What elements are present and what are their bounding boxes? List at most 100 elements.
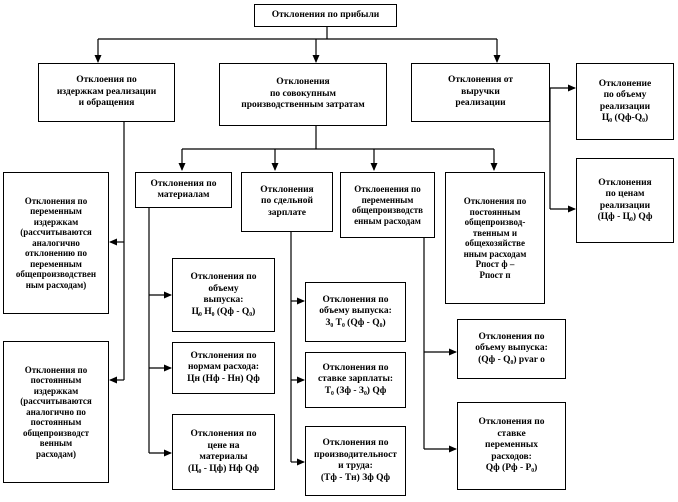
cost-variance-line-3: и обращения [78, 98, 135, 109]
variable-overhead-line-3: общепроизводств [352, 205, 423, 215]
price-line-3: реализации [599, 200, 651, 211]
variable-costs-line-3: издержкам [33, 216, 79, 227]
box-price-variance: Отклонения по ценам реализации (Цф - Ц₀)… [576, 158, 674, 243]
fixed-costs-line-4: (рассчитываются [20, 396, 92, 407]
wage-productivity-formula: (Тф - Тн) Зф Qф [320, 472, 391, 483]
variable-costs-line-6: отклонению по [25, 248, 87, 259]
price-formula: (Цф - Ц₀) Qф [597, 212, 653, 222]
box-wages-rate: Отклонения по ставке зарплаты: Т₀ (Зф - … [305, 352, 406, 408]
box-wages-volume: Отклонения по объему выпуска: З₀ Т₀ (Qф … [305, 282, 406, 342]
fixed-costs-line-3: издержкам [33, 385, 79, 396]
variable-costs-line-1: Отклонения по [24, 195, 88, 206]
box-materials-price: Отклонения по цене на материалы (Ц₀ - Цф… [172, 414, 275, 490]
overhead-volume-formula: (Qф - Q₀) pvar o [478, 354, 545, 365]
fixed-overhead-line-4: твенным и [472, 227, 518, 238]
wage-productivity-line-3: и труда: [338, 461, 373, 471]
mat-price-line-3: материалы [199, 452, 248, 462]
sales-volume-line-3: реализации [599, 101, 651, 112]
variable-costs-line-5: аналогично [32, 237, 80, 248]
mat-volume-formula: Ц₀ Н₀ (Qф - Q₀) [191, 306, 256, 317]
variable-costs-line-4: (рассчитываются [20, 227, 92, 238]
piece-wages-line-2: по сдельной [261, 196, 313, 207]
fixed-costs-line-1: Отклонения по [24, 364, 88, 375]
mat-volume-line-3: выпуска: [203, 295, 244, 305]
production-costs-line-3: производственным затратам [241, 100, 365, 111]
fixed-costs-line-7: общепроизводст [22, 427, 90, 438]
box-materials-norms: Отклонения по нормам расхода: Цн (Нф - Н… [172, 342, 275, 394]
fixed-overhead-line-7: Pпост ф – [475, 259, 515, 269]
box-variable-overhead: Отклоенения по переменным общепроизводст… [340, 172, 435, 238]
overhead-rate-line-3: переменных [485, 440, 538, 451]
wage-rate-line-2: ставке зарплаты: [317, 374, 394, 385]
fixed-costs-line-2: постоянным [30, 375, 82, 386]
fixed-costs-line-9: расходам) [36, 448, 76, 459]
wage-volume-line-2: объему выпуска: [319, 306, 392, 317]
price-line-2: по ценам [605, 189, 645, 199]
fixed-costs-line-8: венным [39, 438, 73, 449]
root-title: Отклонения по прибыли [271, 9, 380, 20]
wage-volume-formula: З₀ Т₀ (Qф - Q₀) [325, 317, 386, 328]
fixed-overhead-line-2: постоянным [469, 206, 521, 217]
mat-norms-line-1: Отклонения по [190, 350, 257, 361]
box-overhead-volume: Отклонения по объему выпуска: (Qф - Q₀) … [457, 319, 566, 379]
mat-volume-line-2: объему [208, 283, 239, 294]
box-fixed-overhead: Отклонения по постоянным общепроизвод- т… [445, 172, 545, 304]
box-cost-variance: Отклоения по издержкам реализации и обра… [38, 63, 175, 122]
variable-overhead-line-2: переменным [361, 194, 414, 205]
mat-volume-line-1: Отклонения по [190, 272, 257, 282]
cost-variance-line-1: Отклоения по [76, 75, 137, 86]
fixed-overhead-line-3: общепроизвод- [464, 217, 526, 227]
overhead-rate-formula: Qф (Pф - P₀) [485, 463, 538, 474]
mat-price-line-1: Отклонения по [190, 429, 257, 439]
piece-wages-line-3: зарплате [267, 207, 307, 218]
revenue-line-2: выручки [461, 86, 500, 97]
cost-variance-line-2: издержкам реализации [56, 86, 157, 97]
sales-volume-formula: Ц₀ (Qф-Q₀) [601, 113, 649, 123]
fixed-overhead-line-1: Отклонения по [463, 196, 527, 206]
box-overhead-rate: Отклонения по ставке переменных расходов… [457, 402, 566, 490]
overhead-rate-line-2: ставке [497, 428, 526, 439]
production-costs-line-1: Отклонения [276, 77, 330, 88]
fixed-overhead-line-6: нным расходам [463, 248, 527, 259]
wage-rate-formula: Т₀ (Зф - З₀) Qф [324, 385, 387, 396]
box-fixed-costs: Отклонения по постоянным издержкам (расс… [3, 341, 109, 483]
box-piece-wages: Отклонения по сдельной зарплате [241, 172, 333, 232]
box-materials: Отклонения по материалам [135, 172, 232, 208]
variable-costs-line-2: переменным [30, 206, 82, 217]
overhead-rate-line-1: Отклонения по [478, 417, 545, 428]
materials-line-2: материалам [157, 190, 210, 200]
wage-productivity-line-2: производительност [314, 449, 397, 460]
box-variable-costs: Отклонения по переменным издержкам (расс… [3, 172, 109, 314]
mat-price-formula: (Ц₀ - Цф) Нф Qф [187, 463, 260, 474]
box-materials-volume: Отклонения по объему выпуска: Ц₀ Н₀ (Qф … [172, 258, 275, 332]
piece-wages-line-1: Отклонения [260, 184, 314, 195]
wage-productivity-line-1: Отклонения по [322, 438, 389, 448]
overhead-rate-line-4: расходов: [491, 451, 532, 462]
root-box-profit-variance: Отклонения по прибыли [254, 4, 397, 27]
revenue-line-1: Отклонения от [447, 75, 514, 86]
wage-rate-line-1: Отклонения по [322, 362, 389, 373]
fixed-costs-line-6: постоянным [30, 417, 82, 428]
price-line-1: Отклонения [598, 177, 652, 188]
production-costs-line-2: по совокупным [269, 88, 337, 99]
sales-volume-line-2: по объему [603, 90, 647, 100]
wage-volume-line-1: Отклонения по [322, 294, 389, 305]
mat-norms-formula: Цн (Нф - Нн) Qф [187, 373, 260, 384]
overhead-volume-line-2: объему выпуска: [475, 343, 548, 354]
box-production-costs: Отклонения по совокупным производственны… [219, 63, 387, 126]
variable-overhead-line-4: енным расходам [354, 215, 421, 226]
box-sales-volume: Отклонение по объему реализации Ц₀ (Qф-Q… [576, 63, 674, 140]
materials-line-1: Отклонения по [150, 178, 217, 189]
fixed-overhead-line-8: Pпост п [479, 269, 511, 280]
overhead-volume-line-1: Отклонения по [478, 331, 545, 342]
variable-costs-line-9: ным расходам) [25, 279, 87, 290]
fixed-costs-line-5: аналогично по [26, 406, 86, 417]
variable-overhead-line-1: Отклоенения по [354, 184, 421, 194]
box-wages-productivity: Отклонения по производительност и труда:… [305, 426, 406, 496]
mat-price-line-2: цене на [207, 440, 240, 451]
sales-volume-line-1: Отклонение [598, 78, 652, 89]
box-revenue-variance: Отклонения от выручки реализации [411, 63, 550, 122]
variable-costs-line-8: общепроизводствен [15, 269, 97, 280]
revenue-line-3: реализации [455, 98, 506, 109]
